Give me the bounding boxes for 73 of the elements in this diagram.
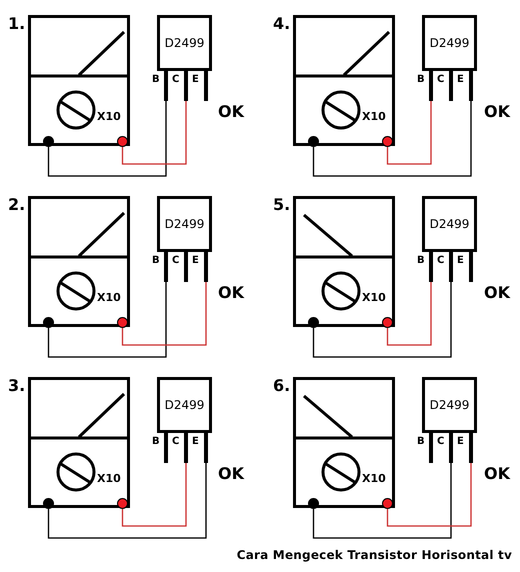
transistor-lead: B [152,251,168,282]
range-label: X10 [362,111,386,123]
transistor-lead: E [457,432,473,463]
transistor-lead: B [152,432,168,463]
test-lead-wire [386,282,432,346]
transistor-body: D2499 [157,377,212,433]
transistor-lead: C [172,432,188,463]
transistor-lead: B [152,70,168,101]
multimeter-body [293,15,395,146]
probe-jack [308,136,319,147]
test-lead-wire [48,101,167,177]
transistor-lead: B [417,70,433,101]
test-lead-wire [312,282,452,358]
transistor-lead: B [417,432,433,463]
result-label: OK [484,465,510,483]
test-lead-wire [312,101,472,177]
test-lead-wire [386,101,432,165]
test-lead-wire [386,463,472,527]
transistor-body: D2499 [422,196,477,252]
range-label: X10 [97,292,121,304]
panel-number: 3. [8,377,26,395]
caption: Cara Mengecek Transistor Horisontal tv [236,548,512,562]
transistor-body: D2499 [422,377,477,433]
transistor-lead: E [192,251,208,282]
probe-jack [43,136,54,147]
panel-number: 5. [273,196,290,214]
test-lead-wire [122,282,207,346]
probe-jack [382,136,393,147]
result-label: OK [218,103,244,121]
transistor-lead: C [172,70,188,101]
transistor-body: D2499 [157,196,212,252]
transistor-body: D2499 [157,15,212,71]
multimeter-body [293,377,395,508]
probe-jack [117,136,128,147]
panel-number: 2. [8,196,26,214]
probe-jack [382,498,393,509]
probe-jack [43,317,54,328]
probe-jack [117,317,128,328]
transistor-lead: C [437,432,453,463]
transistor-lead: E [192,432,208,463]
transistor-lead: C [172,251,188,282]
test-lead-wire [312,463,452,539]
transistor-lead: B [417,251,433,282]
probe-jack [382,317,393,328]
panel-number: 4. [273,15,290,33]
test-lead-wire [122,463,187,527]
probe-jack [308,498,319,509]
range-label: X10 [362,292,386,304]
probe-jack [308,317,319,328]
result-label: OK [484,284,510,302]
result-label: OK [218,284,244,302]
result-label: OK [484,103,510,121]
test-lead-wire [48,463,207,539]
test-lead-wire [48,282,167,358]
range-label: X10 [97,473,121,485]
multimeter-body [28,196,130,327]
probe-jack [43,498,54,509]
range-label: X10 [97,111,121,123]
multimeter-body [28,15,130,146]
transistor-body: D2499 [422,15,477,71]
transistor-lead: C [437,70,453,101]
transistor-lead: E [192,70,208,101]
transistor-lead: C [437,251,453,282]
panel-number: 1. [8,15,26,33]
transistor-lead: E [457,70,473,101]
panel-number: 6. [273,377,290,395]
probe-jack [117,498,128,509]
multimeter-body [28,377,130,508]
transistor-lead: E [457,251,473,282]
test-lead-wire [122,101,187,165]
result-label: OK [218,465,244,483]
range-label: X10 [362,473,386,485]
multimeter-body [293,196,395,327]
